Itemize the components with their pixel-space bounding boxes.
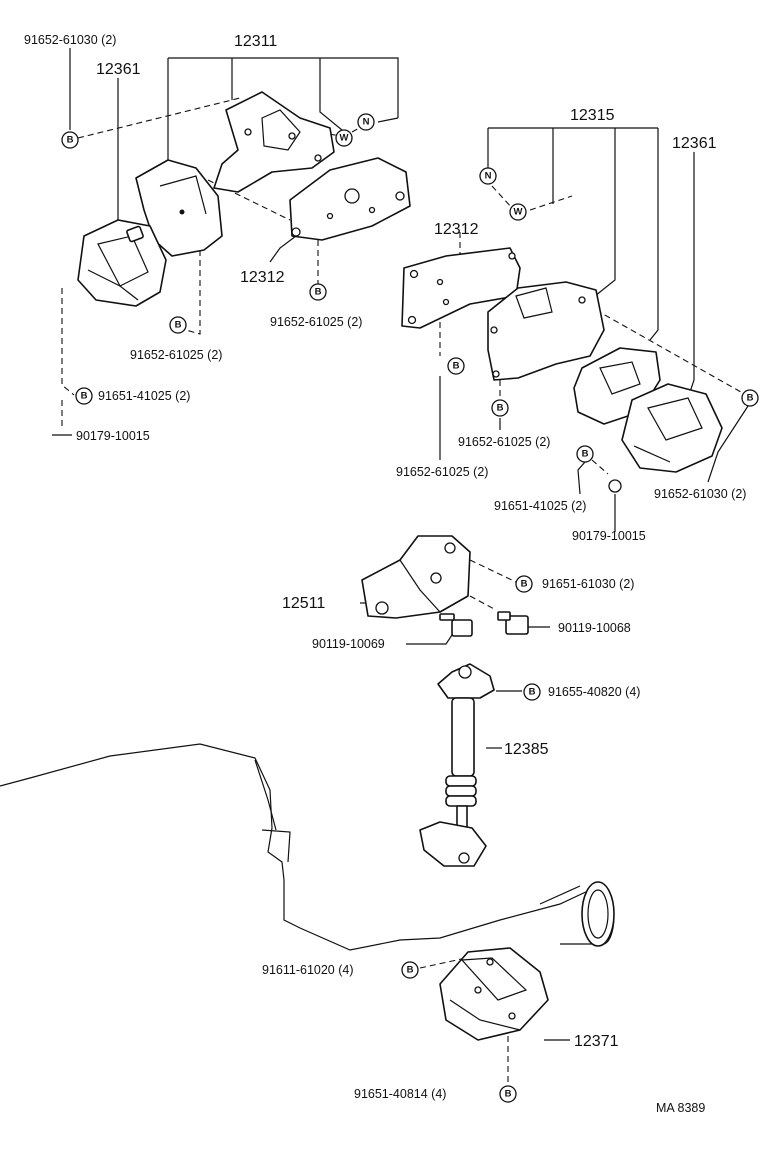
- label-91655-40820: 91655-40820 (4): [548, 685, 640, 699]
- callout-b-61030-mid: B: [515, 575, 533, 593]
- shock-absorber-assembly: [419, 663, 522, 867]
- callout-n-tr: N: [479, 167, 497, 185]
- label-12315: 12315: [570, 107, 615, 124]
- label-91652-61030-right: 91652-61030 (2): [654, 487, 746, 501]
- svg-text:N: N: [485, 171, 492, 182]
- label-91651-61030: 91651-61030 (2): [542, 577, 634, 591]
- svg-text:B: B: [505, 1089, 512, 1100]
- callout-symbols: B W N B B B N W B B B B B B B B: [61, 113, 759, 1103]
- label-90179-10015-left: 90179-10015: [76, 429, 150, 443]
- svg-text:B: B: [453, 361, 460, 372]
- svg-text:B: B: [582, 449, 589, 460]
- right-engine-mount-assembly: [401, 127, 749, 532]
- label-12361-right: 12361: [672, 135, 717, 152]
- callout-w-tl: W: [335, 129, 353, 147]
- callout-b-41025l: B: [75, 387, 93, 405]
- svg-text:B: B: [315, 287, 322, 298]
- label-91651-40814: 91651-40814 (4): [354, 1087, 446, 1101]
- callout-b-61025a: B: [169, 316, 187, 334]
- rear-bracket-assembly: [360, 535, 550, 645]
- svg-text:B: B: [407, 965, 414, 976]
- callout-b-tl: B: [61, 131, 79, 149]
- svg-text:B: B: [67, 135, 74, 146]
- callout-b-61025c: B: [447, 357, 465, 375]
- label-90119-10069: 90119-10069: [312, 637, 385, 651]
- svg-text:B: B: [81, 391, 88, 402]
- footer-code: MA 8389: [656, 1101, 705, 1115]
- label-91652-61025-c: 91652-61025 (2): [458, 435, 550, 449]
- part-labels: 91652-61030 (2) 12311 12361 12312 91652-…: [24, 33, 746, 1115]
- svg-text:B: B: [497, 403, 504, 414]
- svg-text:W: W: [340, 133, 349, 144]
- label-12511: 12511: [282, 595, 325, 612]
- svg-text:B: B: [175, 320, 182, 331]
- transmission-mount-assembly: [419, 947, 570, 1084]
- callout-b-41025r: B: [576, 445, 594, 463]
- label-12361-left: 12361: [96, 61, 141, 78]
- label-12385: 12385: [504, 741, 549, 758]
- svg-text:B: B: [521, 579, 528, 590]
- callout-b-61025d: B: [491, 399, 509, 417]
- label-90179-10015-right: 90179-10015: [572, 529, 646, 543]
- label-12312-right: 12312: [434, 221, 479, 238]
- svg-text:B: B: [529, 687, 536, 698]
- svg-text:N: N: [363, 117, 370, 128]
- callout-w-tr: W: [509, 203, 527, 221]
- svg-text:W: W: [514, 207, 523, 218]
- label-91651-41025-left: 91651-41025 (2): [98, 389, 190, 403]
- callout-n-tl: N: [357, 113, 375, 131]
- label-91652-61025-a: 91652-61025 (2): [270, 315, 362, 329]
- transmission-housing-outline: [0, 743, 615, 951]
- label-91652-61025-d: 91652-61025 (2): [396, 465, 488, 479]
- label-91651-41025-right: 91651-41025 (2): [494, 499, 586, 513]
- callout-b-12312l: B: [309, 283, 327, 301]
- label-12371: 12371: [574, 1033, 619, 1050]
- callout-b-61020: B: [401, 961, 419, 979]
- label-91611-61020: 91611-61020 (4): [262, 963, 354, 977]
- left-engine-mount-assembly: [52, 48, 411, 436]
- callout-b-40820: B: [523, 683, 541, 701]
- label-90119-10068: 90119-10068: [558, 621, 631, 635]
- svg-text:B: B: [747, 393, 754, 404]
- callout-b-61030r: B: [741, 389, 759, 407]
- callout-b-40814: B: [499, 1085, 517, 1103]
- label-12312-left: 12312: [240, 269, 285, 286]
- label-91652-61030-tl: 91652-61030 (2): [24, 33, 116, 47]
- label-12311: 12311: [234, 33, 277, 50]
- label-91652-61025-b: 91652-61025 (2): [130, 348, 222, 362]
